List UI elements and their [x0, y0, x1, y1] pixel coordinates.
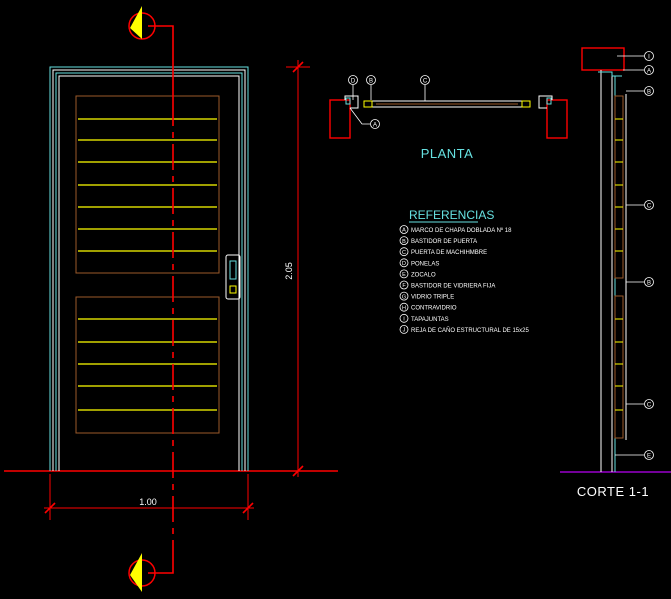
legend-title: REFERENCIAS [409, 208, 494, 222]
plan-leaders [349, 85, 426, 125]
plan-marker-B: B [366, 75, 376, 85]
legend-item-text: BASTIDOR DE PUERTA [411, 239, 477, 245]
section-marker-label: C [647, 203, 652, 209]
legend-item: J REJA DE CAÑO ESTRUCTURAL DE 15x25 [399, 324, 529, 334]
door-elevation: 1.00 2.05 [4, 6, 338, 592]
legend-item-marker-circle [399, 269, 409, 279]
legend-item-marker-circle [399, 313, 409, 323]
plan-marker-B-label: B [369, 79, 373, 85]
section-marker: B [626, 86, 654, 96]
section-door [598, 70, 627, 472]
legend-item-text: ZOCALO [411, 272, 436, 278]
legend-item-text: PONELAS [411, 261, 439, 267]
legend-item-text: VIDRIO TRIPLE [411, 295, 454, 301]
legend-item-text: BASTIDOR DE VIDRIERA FIJA [411, 284, 495, 290]
section-marker: I [617, 51, 654, 61]
section-marker-bottom [128, 553, 156, 592]
section-marker: A [623, 65, 654, 75]
section-marker-circle [644, 200, 654, 210]
plan-marker-A-label: A [373, 123, 377, 129]
legend-item: I TAPAJUNTAS [399, 313, 449, 323]
height-dimension-label: 2.05 [284, 262, 294, 280]
width-dimension-label: 1.00 [139, 497, 157, 507]
section-marker: B [626, 277, 654, 287]
section-marker-circle [644, 450, 654, 460]
legend-item-marker-circle [399, 291, 409, 301]
legend-item: F BASTIDOR DE VIDRIERA FIJA [399, 280, 495, 290]
section-marker-label: B [647, 280, 651, 286]
section-cut-line [148, 25, 174, 574]
legend-item: G VIDRIO TRIPLE [399, 291, 454, 301]
door-handle [225, 254, 241, 300]
legend-item-mark: D [402, 261, 406, 267]
legend-item: H CONTRAVIDRIO [399, 302, 457, 312]
legend-item-marker-circle [399, 324, 409, 334]
legend-item-mark: J [403, 328, 406, 334]
plan-marker-D-label: D [351, 79, 356, 85]
legend-item-marker-circle [399, 280, 409, 290]
legend-item: A MARCO DE CHAPA DOBLADA Nº 18 [399, 225, 512, 234]
section-markers: I A B C B C E [615, 51, 654, 460]
plan-view: D B C A PLANTA [329, 75, 568, 161]
section-title: CORTE 1-1 [577, 484, 649, 499]
legend-item-mark: F [402, 283, 406, 289]
legend-item-mark: I [403, 317, 405, 323]
plan-marker-A: A [370, 119, 380, 129]
plan-marker-C: C [420, 75, 430, 85]
legend-item: E ZOCALO [399, 269, 436, 279]
legend-item-marker-circle [399, 247, 409, 257]
section-marker-label: A [647, 68, 651, 74]
upper-panel [75, 95, 220, 274]
section-lintel [581, 47, 625, 71]
section-marker: C [626, 399, 654, 409]
legend-item-text: TAPAJUNTAS [411, 317, 449, 323]
plan-right-wall [546, 99, 568, 139]
section-view: I A B C B C E CORTE 1-1 [560, 47, 671, 499]
plan-frames [344, 95, 553, 109]
plan-title: PLANTA [421, 146, 474, 161]
legend-item-mark: C [402, 250, 406, 256]
lower-panel-slats [78, 318, 217, 411]
plan-marker-D: D [348, 75, 358, 85]
legend-item: B BASTIDOR DE PUERTA [399, 236, 477, 246]
section-marker-circle [644, 86, 654, 96]
legend-item-marker-circle [399, 302, 409, 312]
legend: REFERENCIAS A MARCO DE CHAPA DOBLADA Nº 1… [399, 208, 529, 334]
legend-item-text: PUERTA DE MACHIHMBRE [411, 250, 487, 256]
section-marker-circle [644, 51, 654, 61]
section-marker-top [128, 6, 156, 40]
section-marker: E [615, 450, 654, 460]
section-marker-circle [644, 277, 654, 287]
legend-item-marker-circle [399, 236, 409, 246]
section-marker-label: B [647, 89, 651, 95]
legend-item-mark: G [402, 294, 406, 300]
legend-item-mark: B [402, 239, 406, 245]
plan-marker-C-label: C [423, 79, 428, 85]
legend-item: C PUERTA DE MACHIHMBRE [399, 247, 487, 257]
height-dimension [286, 60, 310, 477]
upper-panel-slats [78, 118, 217, 252]
legend-item-marker-circle [399, 258, 409, 268]
section-marker-label: I [648, 54, 650, 60]
section-marker-label: E [647, 453, 651, 459]
section-marker-circle [644, 65, 654, 75]
width-dimension [44, 474, 254, 520]
legend-item-mark: E [402, 272, 406, 278]
section-marker: C [626, 200, 654, 210]
legend-item-text: MARCO DE CHAPA DOBLADA Nº 18 [411, 227, 512, 234]
legend-item-mark: A [402, 228, 406, 234]
plan-left-wall [329, 99, 351, 139]
legend-item-text: REJA DE CAÑO ESTRUCTURAL DE 15x25 [411, 327, 529, 334]
lower-panel [75, 296, 220, 434]
legend-item-text: CONTRAVIDRIO [411, 306, 457, 312]
door-frame [49, 66, 249, 471]
legend-item: D PONELAS [399, 258, 439, 268]
section-marker-label: C [647, 402, 652, 408]
legend-item-marker-circle [399, 225, 409, 234]
legend-item-mark: H [402, 305, 406, 311]
section-slat-ticks [615, 118, 623, 411]
legend-items: A MARCO DE CHAPA DOBLADA Nº 18 B BASTIDOR D… [399, 225, 529, 334]
section-marker-circle [644, 399, 654, 409]
